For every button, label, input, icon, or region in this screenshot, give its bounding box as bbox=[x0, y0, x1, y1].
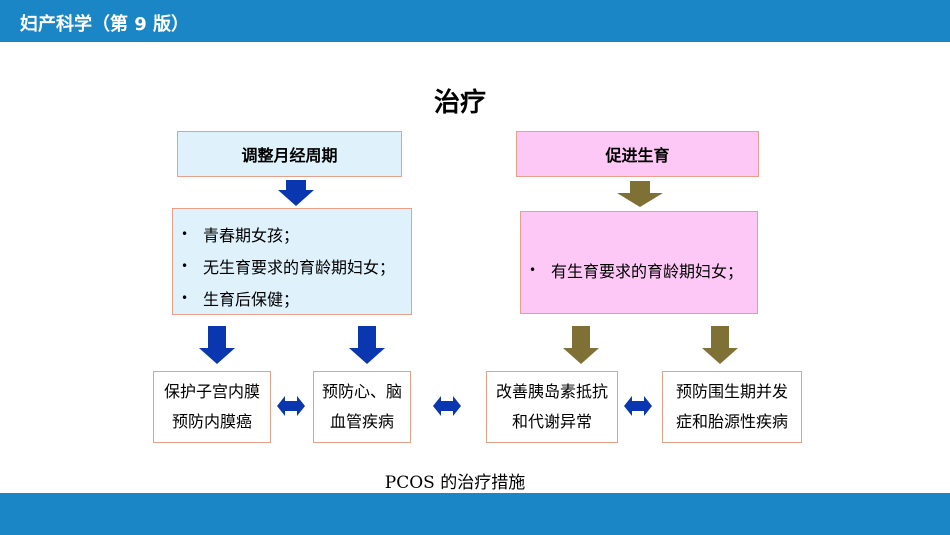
header-title: 妇产科学（第 9 版） bbox=[20, 14, 190, 35]
slide-title: 治疗 bbox=[433, 88, 486, 118]
leaf-line: 预防内膜癌 bbox=[171, 412, 252, 431]
footer-bar bbox=[0, 493, 950, 535]
leaf-box-endometrium: 保护子宫内膜 预防内膜癌 bbox=[153, 371, 271, 443]
leaf-box-insulin: 改善胰岛素抵抗 和代谢异常 bbox=[486, 371, 618, 443]
figure-caption: PCOS 的治疗措施 bbox=[384, 473, 526, 493]
leaf-line: 预防围生期并发 bbox=[675, 382, 788, 401]
bullet-icon: • bbox=[181, 291, 189, 305]
double-arrow-icon bbox=[277, 396, 305, 416]
list-item: •有生育要求的育龄期妇女； bbox=[529, 255, 757, 287]
list-item: •生育后保健； bbox=[181, 283, 411, 315]
leaf-line: 血管疾病 bbox=[329, 412, 394, 431]
leaf-line: 预防心、脑 bbox=[321, 382, 402, 401]
bullet-icon: • bbox=[529, 263, 537, 277]
down-arrow-icon bbox=[563, 326, 599, 364]
leaf-box-cardiovascular: 预防心、脑 血管疾病 bbox=[313, 371, 411, 443]
left-bullet-list: •青春期女孩； •无生育要求的育龄期妇女； •生育后保健； bbox=[181, 219, 411, 315]
down-arrow-icon bbox=[278, 180, 314, 206]
down-arrow-icon bbox=[199, 326, 235, 364]
double-arrow-icon bbox=[433, 396, 461, 416]
leaf-line: 改善胰岛素抵抗 bbox=[495, 382, 608, 401]
down-arrow-icon bbox=[349, 326, 385, 364]
left-heading-label: 调整月经周期 bbox=[241, 146, 338, 165]
left-bullet-box: •青春期女孩； •无生育要求的育龄期妇女； •生育后保健； bbox=[172, 208, 412, 315]
leaf-line: 保护子宫内膜 bbox=[163, 382, 260, 401]
double-arrow-icon bbox=[624, 396, 652, 416]
bullet-icon: • bbox=[181, 259, 189, 273]
right-heading-box: 促进生育 bbox=[516, 131, 759, 177]
right-bullet-list: •有生育要求的育龄期妇女； bbox=[529, 255, 757, 287]
list-item: •青春期女孩； bbox=[181, 219, 411, 251]
bullet-icon: • bbox=[181, 227, 189, 241]
leaf-line: 和代谢异常 bbox=[511, 412, 592, 431]
right-bullet-box: •有生育要求的育龄期妇女； bbox=[520, 211, 758, 314]
right-heading-label: 促进生育 bbox=[605, 146, 670, 165]
left-heading-box: 调整月经周期 bbox=[177, 131, 402, 177]
leaf-line: 症和胎源性疾病 bbox=[675, 412, 788, 431]
down-arrow-icon bbox=[702, 326, 738, 364]
list-item: •无生育要求的育龄期妇女； bbox=[181, 251, 411, 283]
header-bar: 妇产科学（第 9 版） bbox=[0, 0, 950, 42]
down-arrow-icon bbox=[617, 181, 663, 207]
leaf-box-perinatal: 预防围生期并发 症和胎源性疾病 bbox=[662, 371, 802, 443]
